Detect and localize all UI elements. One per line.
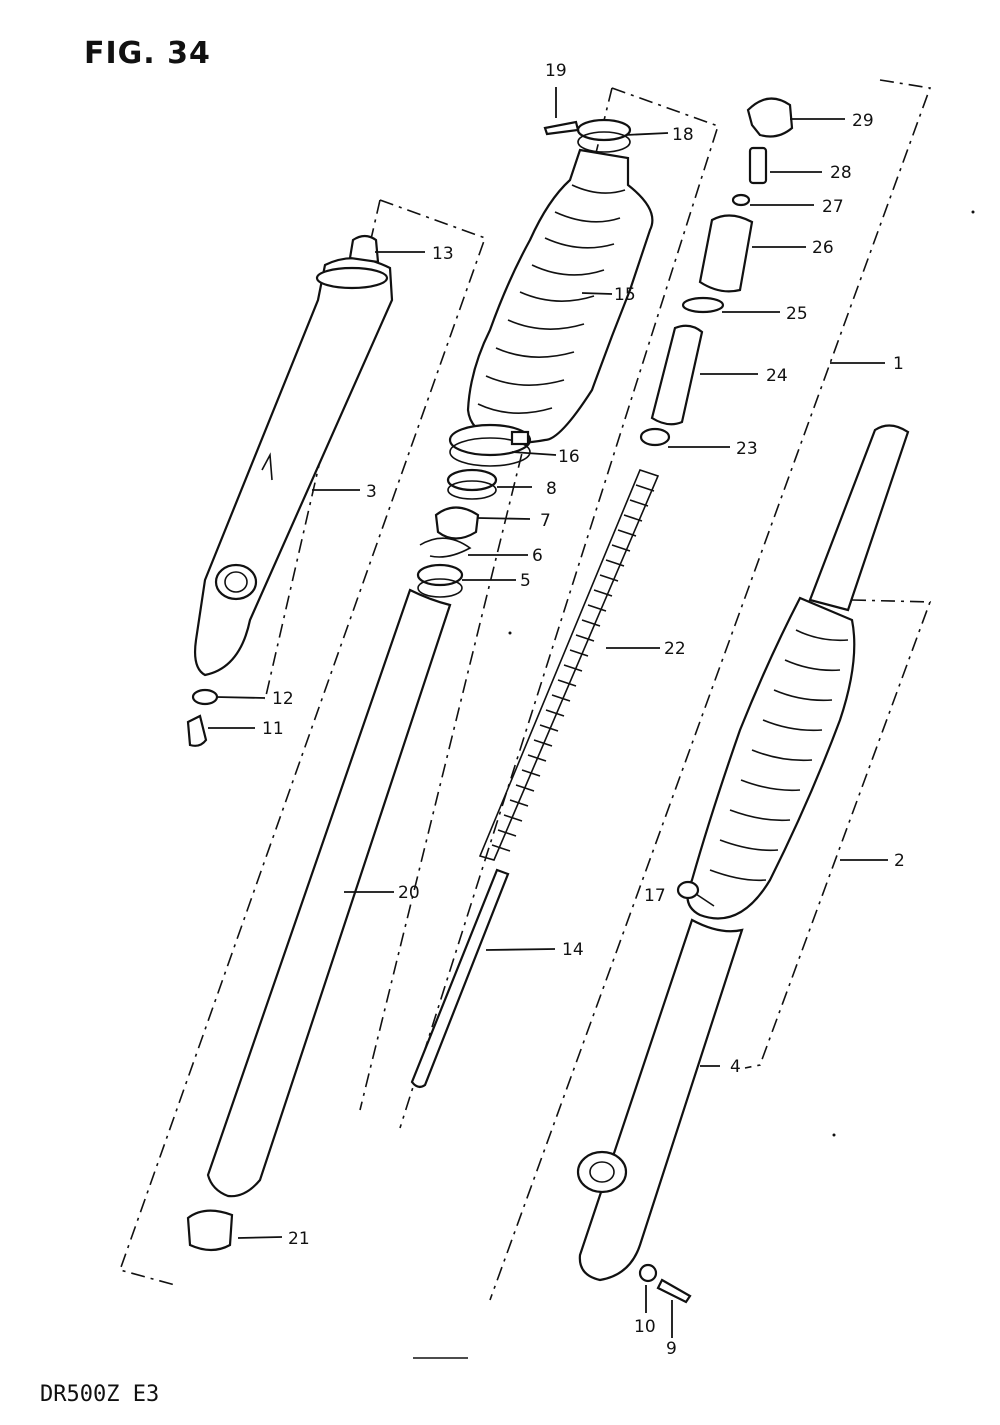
bolt-11 <box>186 714 208 747</box>
oil-seal-8 <box>446 468 498 500</box>
callout-27: 27 <box>822 197 844 217</box>
callout-1: 1 <box>893 354 904 374</box>
inner-tube-20 <box>206 588 452 1198</box>
assembly-outline-outer-tube <box>744 599 932 1069</box>
valve-28 <box>748 146 768 185</box>
callout-5: 5 <box>520 571 531 591</box>
washer-10 <box>638 1263 658 1283</box>
callout-8: 8 <box>546 479 557 499</box>
outer-tube-left <box>193 234 394 677</box>
fork-spring-22 <box>478 469 660 861</box>
figure-title: FIG. 34 <box>84 36 211 71</box>
cap-29 <box>746 97 794 138</box>
callout-18: 18 <box>672 125 694 145</box>
callout-7: 7 <box>540 511 551 531</box>
clamp-18 <box>576 118 632 153</box>
damper-rod-14 <box>410 868 510 1089</box>
callout-2: 2 <box>894 851 905 871</box>
callout-10: 10 <box>634 1317 656 1337</box>
callout-9: 9 <box>666 1339 677 1359</box>
screw-19 <box>543 120 580 136</box>
dust-boot-2 <box>686 596 856 920</box>
fork-cap-26 <box>698 214 754 293</box>
callout-26: 26 <box>812 238 834 258</box>
callout-11: 11 <box>262 719 284 739</box>
outer-tube-4 <box>576 918 744 1282</box>
callout-12: 12 <box>272 689 294 709</box>
callout-14: 14 <box>562 940 584 960</box>
callout-labels: 1 2 3 4 5 6 7 8 9 10 11 12 13 14 15 16 1… <box>262 61 905 1359</box>
callout-20: 20 <box>398 883 420 903</box>
callout-3: 3 <box>366 482 377 502</box>
callout-16: 16 <box>558 447 580 467</box>
spacer-7 <box>434 506 480 540</box>
assembly-outline-left <box>118 199 487 1286</box>
clamp-16 <box>448 423 532 467</box>
oil-lock-5 <box>416 563 464 598</box>
callout-17: 17 <box>644 886 666 906</box>
o-ring-25 <box>681 296 725 314</box>
callout-24: 24 <box>766 366 788 386</box>
assembly-outline-right <box>489 79 932 1301</box>
callout-22: 22 <box>664 639 686 659</box>
callout-19: 19 <box>545 61 567 81</box>
callout-21: 21 <box>288 1229 310 1249</box>
leader-lines <box>208 87 888 1338</box>
clamp-17 <box>676 880 715 907</box>
washer-12 <box>191 688 219 706</box>
cap-21 <box>186 1209 234 1252</box>
callout-29: 29 <box>852 111 874 131</box>
ring-6 <box>419 537 472 558</box>
callout-25: 25 <box>786 304 808 324</box>
callout-28: 28 <box>830 163 852 183</box>
callout-15: 15 <box>614 285 636 305</box>
callout-13: 13 <box>432 244 454 264</box>
o-ring-27 <box>731 193 751 207</box>
seat-23 <box>639 427 671 447</box>
spacer-24 <box>650 324 704 426</box>
inner-tube-right <box>808 424 910 612</box>
model-code: DR500Z E3 <box>40 1382 160 1407</box>
callout-4: 4 <box>730 1057 741 1077</box>
bolt-9 <box>656 1278 692 1304</box>
callout-6: 6 <box>532 546 543 566</box>
scan-marks <box>413 210 975 1359</box>
callout-23: 23 <box>736 439 758 459</box>
